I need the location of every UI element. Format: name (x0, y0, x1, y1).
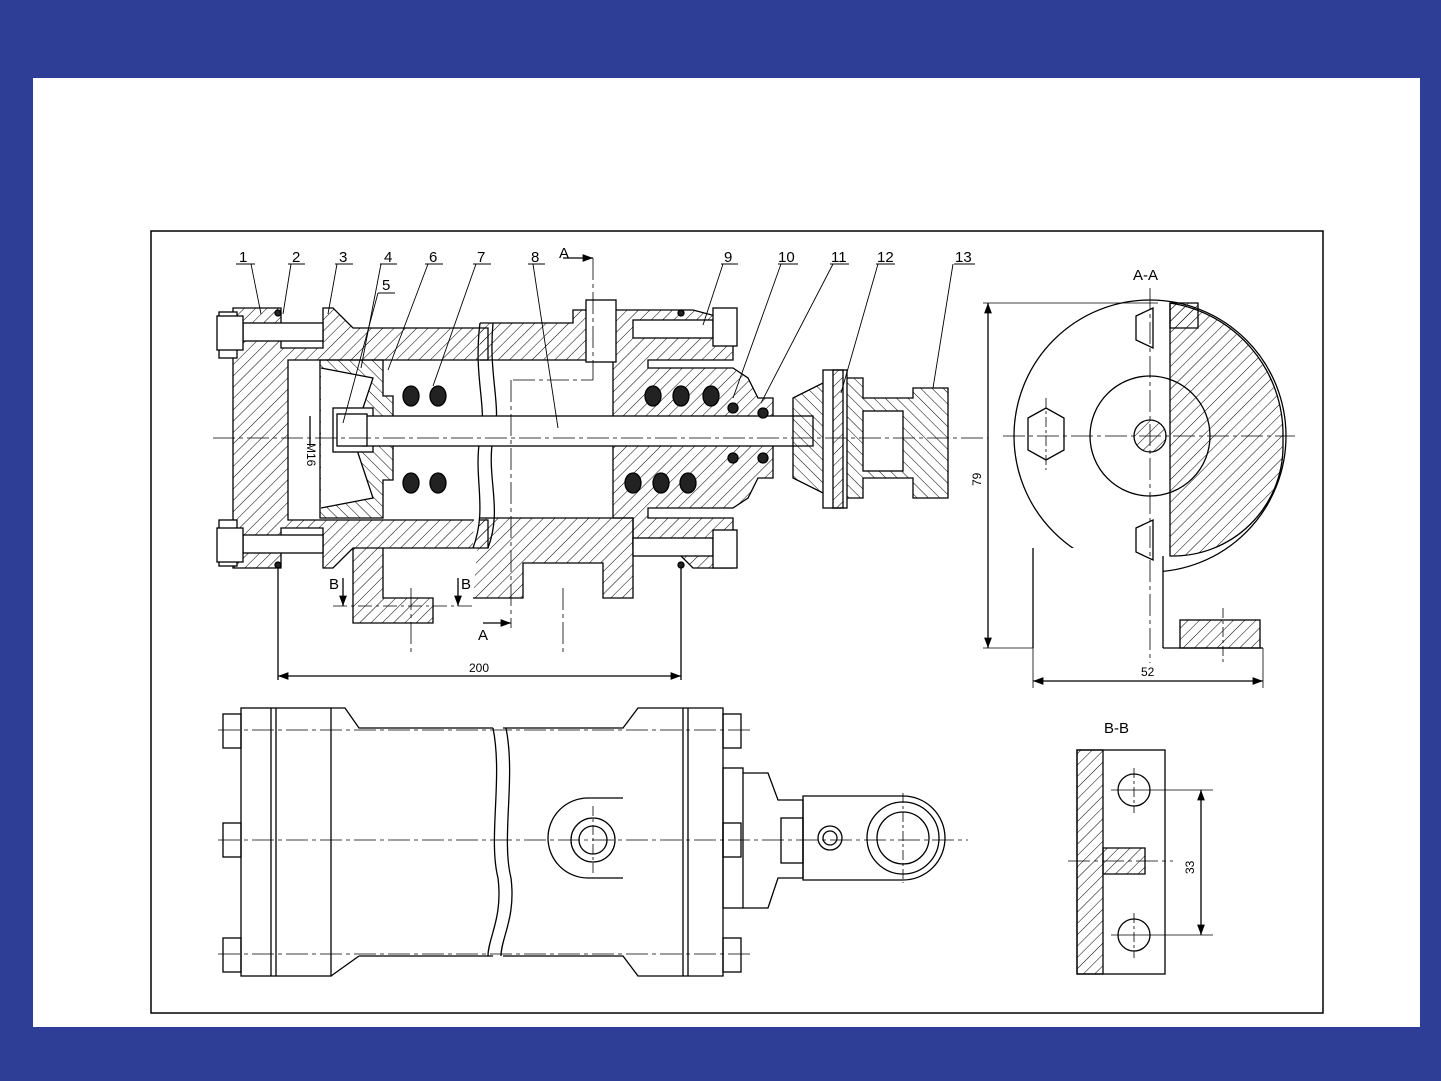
section-aa-title: A-A (1133, 267, 1158, 284)
dimension-thread: M16 (304, 443, 318, 467)
section-b-marker-right: B (461, 576, 471, 593)
section-a-marker-top: A (559, 245, 569, 262)
part-label-7: 7 (477, 249, 485, 266)
part-label-6: 6 (429, 249, 437, 266)
part-label-8: 8 (531, 249, 539, 266)
section-aa-view (983, 288, 1295, 688)
dimension-base-width: 52 (1141, 665, 1155, 679)
part-label-4: 4 (384, 249, 392, 266)
section-a-marker-bottom: A (478, 627, 488, 644)
section-b-marker-left: B (329, 576, 339, 593)
assembly-drawing: 1 2 3 4 5 6 7 8 9 10 11 12 13 A A B B M1… (33, 78, 1420, 1027)
part-label-13: 13 (955, 249, 972, 266)
dimension-overall-length: 200 (469, 661, 489, 675)
part-label-11: 11 (831, 249, 847, 266)
slide-canvas: 1 2 3 4 5 6 7 8 9 10 11 12 13 A A B B M1… (33, 78, 1420, 1027)
part-label-3: 3 (339, 249, 347, 266)
part-label-12: 12 (877, 249, 894, 266)
part-label-9: 9 (724, 249, 732, 266)
part-label-2: 2 (292, 249, 300, 266)
section-bb-title: B-B (1104, 720, 1129, 737)
dimension-hole-spacing: 33 (1183, 860, 1197, 874)
part-label-5: 5 (382, 277, 390, 294)
main-section-view (213, 258, 988, 680)
top-view (218, 708, 968, 976)
part-label-10: 10 (778, 249, 795, 266)
dimension-height: 79 (970, 472, 984, 486)
part-label-1: 1 (239, 249, 247, 266)
